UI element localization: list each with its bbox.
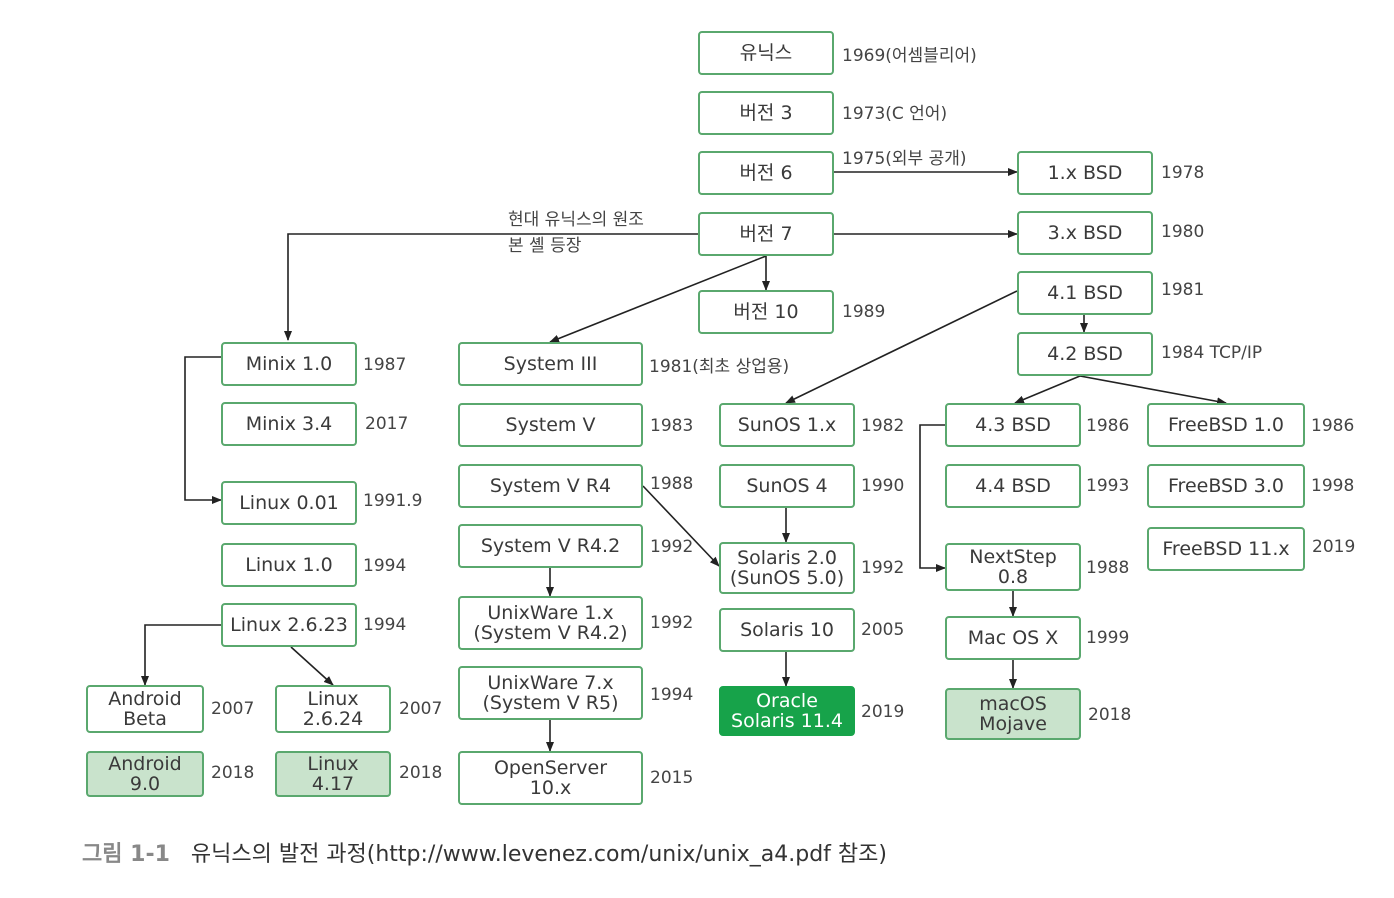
node-version-7: 버전 7 [698,212,834,256]
year-label: 1986 [1311,416,1355,436]
year-label: 1990 [861,476,905,496]
year-label: 2015 [650,768,694,788]
node-openserver: OpenServer 10.x [458,751,643,805]
node-version-6: 버전 6 [698,151,834,195]
figure-caption-text: 유닉스의 발전 과정(http://www.levenez.com/unix/u… [190,842,887,867]
node-solaris-2: Solaris 2.0 (SunOS 5.0) [719,542,855,594]
node-system-5: System V [458,403,643,447]
node-unixware-7: UnixWare 7.x (System V R5) [458,666,643,720]
node-system-5-r42: System V R4.2 [458,524,643,568]
node-bsd-43: 4.3 BSD [945,403,1081,447]
year-label: 1983 [650,416,694,436]
node-oracle-solaris: Oracle Solaris 11.4 [719,686,855,736]
node-bsd-42: 4.2 BSD [1017,332,1153,376]
year-label: 1999 [1086,628,1130,648]
year-label: 2018 [1088,705,1132,725]
note-bourne-shell: 본 셸 등장 [508,236,582,256]
year-label: 1993 [1086,476,1130,496]
figure-caption: 그림 1-1 유닉스의 발전 과정(http://www.levenez.com… [82,836,887,868]
year-label: 1998 [1311,476,1355,496]
edge-bsd43-nextstep [919,424,946,572]
year-label: 1989 [842,302,886,322]
year-label: 1982 [861,416,905,436]
node-linux-001: Linux 0.01 [221,481,357,525]
node-freebsd-1: FreeBSD 1.0 [1147,403,1305,447]
node-linux-417: Linux 4.17 [275,751,391,797]
node-macos-mojave: macOS Mojave [945,688,1081,740]
edge-sys5r4-solaris2 [642,485,720,567]
year-label: 2019 [1312,537,1356,557]
node-unix: 유닉스 [698,31,834,75]
node-unixware-1: UnixWare 1.x (System V R4.2) [458,596,643,650]
year-label: 1994 [363,556,407,576]
node-bsd-41: 4.1 BSD [1017,271,1153,315]
node-sunos-4: SunOS 4 [719,464,855,508]
year-label: 1981 [1161,280,1205,300]
year-label: 2007 [211,699,255,719]
year-label: 2007 [399,699,443,719]
node-freebsd-11: FreeBSD 11.x [1147,527,1305,571]
node-android-9: Android 9.0 [86,751,204,797]
node-version-3: 버전 3 [698,91,834,135]
node-version-10: 버전 10 [698,290,834,334]
node-system-3: System III [458,342,643,386]
note-modern-unix-origin: 현대 유닉스의 원조 [508,210,644,230]
year-label: 1978 [1161,163,1205,183]
figure-number: 그림 1-1 [82,842,170,867]
year-label: 1987 [363,355,407,375]
edge-minix-linux [184,356,222,504]
year-label: 2019 [861,702,905,722]
year-label: 1992 [650,613,694,633]
node-mac-os-x: Mac OS X [945,616,1081,660]
edge-v7-system3 [549,255,767,343]
year-label: 2017 [365,414,409,434]
edge-bsd42-bsd43 [1014,375,1081,404]
edge-linux2623-linux2624 [290,646,334,686]
node-minix-1: Minix 1.0 [221,342,357,386]
node-sunos-1x: SunOS 1.x [719,403,855,447]
year-label: 1991.9 [363,491,423,511]
year-label: 1992 [861,558,905,578]
year-label: 1988 [1086,558,1130,578]
node-minix-34: Minix 3.4 [221,402,357,446]
year-label: 1994 [650,685,694,705]
year-label: 1986 [1086,416,1130,436]
year-label: 1992 [650,537,694,557]
node-linux-2623: Linux 2.6.23 [221,603,357,647]
year-label: 1984 TCP/IP [1161,343,1263,363]
year-label: 1973(C 언어) [842,104,948,124]
edge-linux2623-androidbeta [141,624,221,686]
year-label: 1981(최초 상업용) [649,357,790,377]
node-bsd-1x: 1.x BSD [1017,151,1153,195]
edge-bsd41-sunos [785,290,1018,404]
node-bsd-3x: 3.x BSD [1017,211,1153,255]
edge-bsd42-freebsd [1079,375,1227,406]
year-label: 1988 [650,474,694,494]
node-linux-2624: Linux 2.6.24 [275,685,391,733]
node-bsd-44: 4.4 BSD [945,464,1081,508]
node-system-5-r4: System V R4 [458,464,643,508]
year-label: 1969(어셈블리어) [842,46,977,66]
year-label: 2018 [211,763,255,783]
node-solaris-10: Solaris 10 [719,608,855,652]
edge-v7-minix [284,233,698,341]
year-label: 1980 [1161,222,1205,242]
year-label: 1994 [363,615,407,635]
year-label: 1975(외부 공개) [842,149,967,169]
node-android-beta: Android Beta [86,685,204,733]
node-nextstep: NextStep 0.8 [945,543,1081,591]
year-label: 2018 [399,763,443,783]
node-freebsd-3: FreeBSD 3.0 [1147,464,1305,508]
node-linux-10: Linux 1.0 [221,543,357,587]
year-label: 2005 [861,620,905,640]
